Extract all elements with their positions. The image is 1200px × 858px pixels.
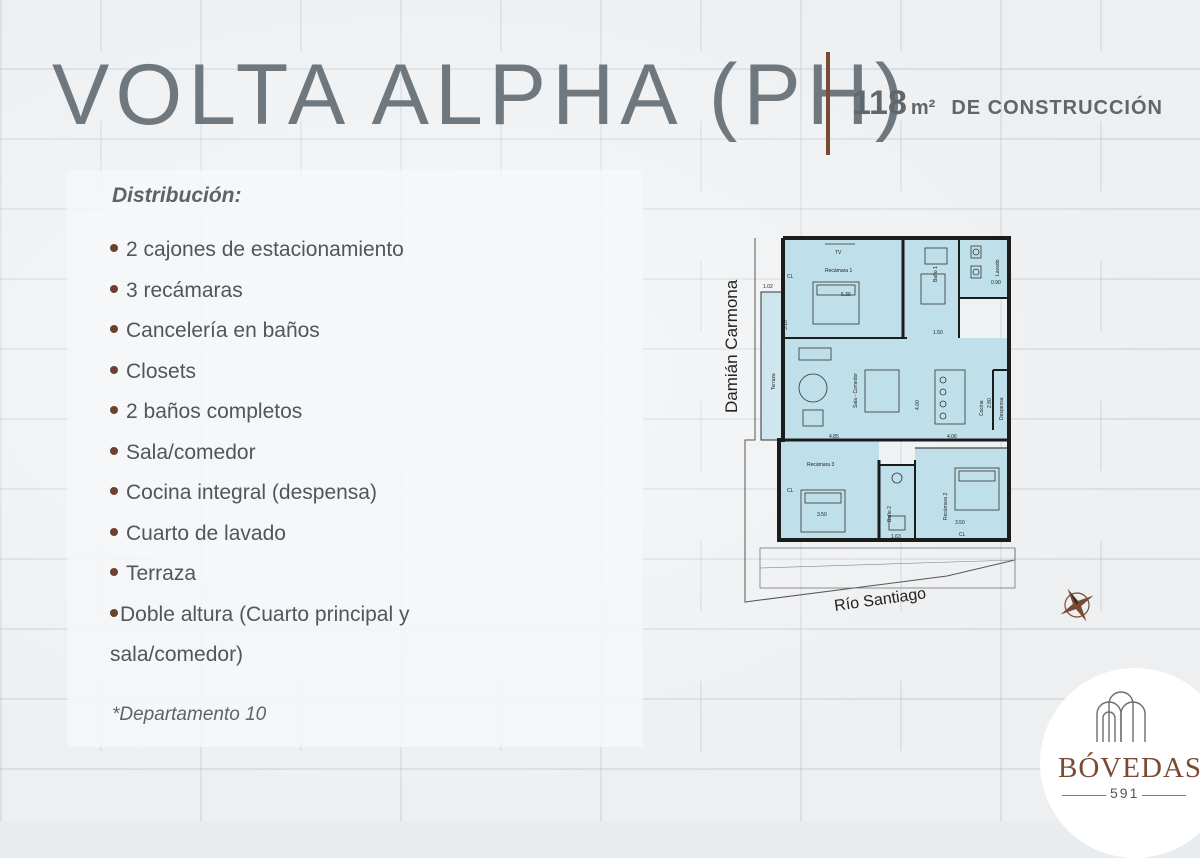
bullet-icon [110,527,118,536]
list-item: 3 recámaras [110,271,530,312]
label-bath1: Baño 1 [933,266,939,282]
area-label: DE CONSTRUCCIÓN [951,97,1163,119]
label-laundry: Lavado [995,259,1001,276]
dim-400: 4.00 [915,400,921,410]
label-living: Sala - Comedor [853,373,859,408]
label-bath2: Baño 2 [887,506,893,522]
bullet-icon [110,608,118,617]
label-bed2: Recámara 2 [943,493,949,520]
label-closet-1: CL [787,274,794,280]
furniture [798,243,1000,533]
bullet-icon [110,244,118,253]
distribution-panel [67,170,643,747]
brand-number: 591 [1110,785,1140,801]
list-item: Closets [110,352,530,393]
area-value: 118 [852,84,907,122]
label-closet-2: CL [787,488,794,494]
label-closet-3: CL [959,532,966,538]
room-living [783,338,903,440]
dim-310: 3.10 [783,320,789,330]
label-pantry: Despensa [999,397,1005,420]
compass-icon [1060,588,1094,622]
street-bottom-label: Río Santiago [833,585,927,615]
list-item: 2 baños completos [110,392,530,433]
bullet-icon [110,325,118,334]
list-item: Cocina integral (despensa) [110,473,530,514]
dim-350-a: 3.50 [817,512,827,518]
room-bed1 [783,238,903,338]
list-item: Terraza [110,554,530,595]
distribution-list: 2 cajones de estacionamiento 3 recámaras… [110,230,530,675]
dim-485: 4.85 [829,434,839,440]
list-item: 2 cajones de estacionamiento [110,230,530,271]
terrace-bottom [759,547,1016,589]
label-terrace: Terraza [771,373,777,390]
distribution-title: Distribución: [112,184,242,207]
list-item: Cuarto de lavado [110,514,530,555]
street-left-label: Damián Carmona [722,279,741,413]
room-laundry [959,238,1009,298]
label-bed3: Recámara 3 [807,462,834,468]
floor-plan: Damián Carmona Río Santiago [722,236,1016,615]
dim-090: 0.90 [991,280,1001,286]
list-item: Cancelería en baños [110,311,530,352]
dim-280: 2.80 [987,398,993,408]
walls [777,236,1011,542]
page-title: VOLTA ALPHA (PH) [52,47,910,143]
room-kitchen [903,338,1009,440]
bullet-icon [110,446,118,455]
apartment-note: *Departamento 10 [112,704,267,725]
label-tv: TV [835,250,842,256]
label-bed1: Recámara 1 [825,268,852,274]
bullet-icon [110,284,118,293]
bullet-icon [110,568,118,577]
room-bed2 [915,448,1009,540]
vault-logo-icon [1096,691,1146,742]
title-divider [826,52,830,155]
terrace-grid [759,559,1016,569]
brand-rule-left [1062,795,1106,796]
dim-350-b: 3.50 [955,520,965,526]
room-bath2 [879,465,915,540]
dim-150: 1.50 [933,330,943,336]
dim-163: 1.63 [891,534,901,540]
terrace-left [760,291,784,441]
list-item: Sala/comedor [110,433,530,474]
bullet-icon [110,406,118,415]
room-bath1 [903,238,959,338]
label-kitchen: Cocina [979,400,985,416]
brand-name: BÓVEDAS [1058,752,1200,784]
dim-536: 5.36 [841,292,851,298]
dim-102: 1.02 [763,284,773,290]
brand-rule-right [1142,795,1186,796]
bullet-icon [110,365,118,374]
dim-406: 4.06 [947,434,957,440]
area-unit: m² [910,97,936,119]
list-item-continuation: sala/comedor) [110,642,244,666]
bullet-icon [110,487,118,496]
